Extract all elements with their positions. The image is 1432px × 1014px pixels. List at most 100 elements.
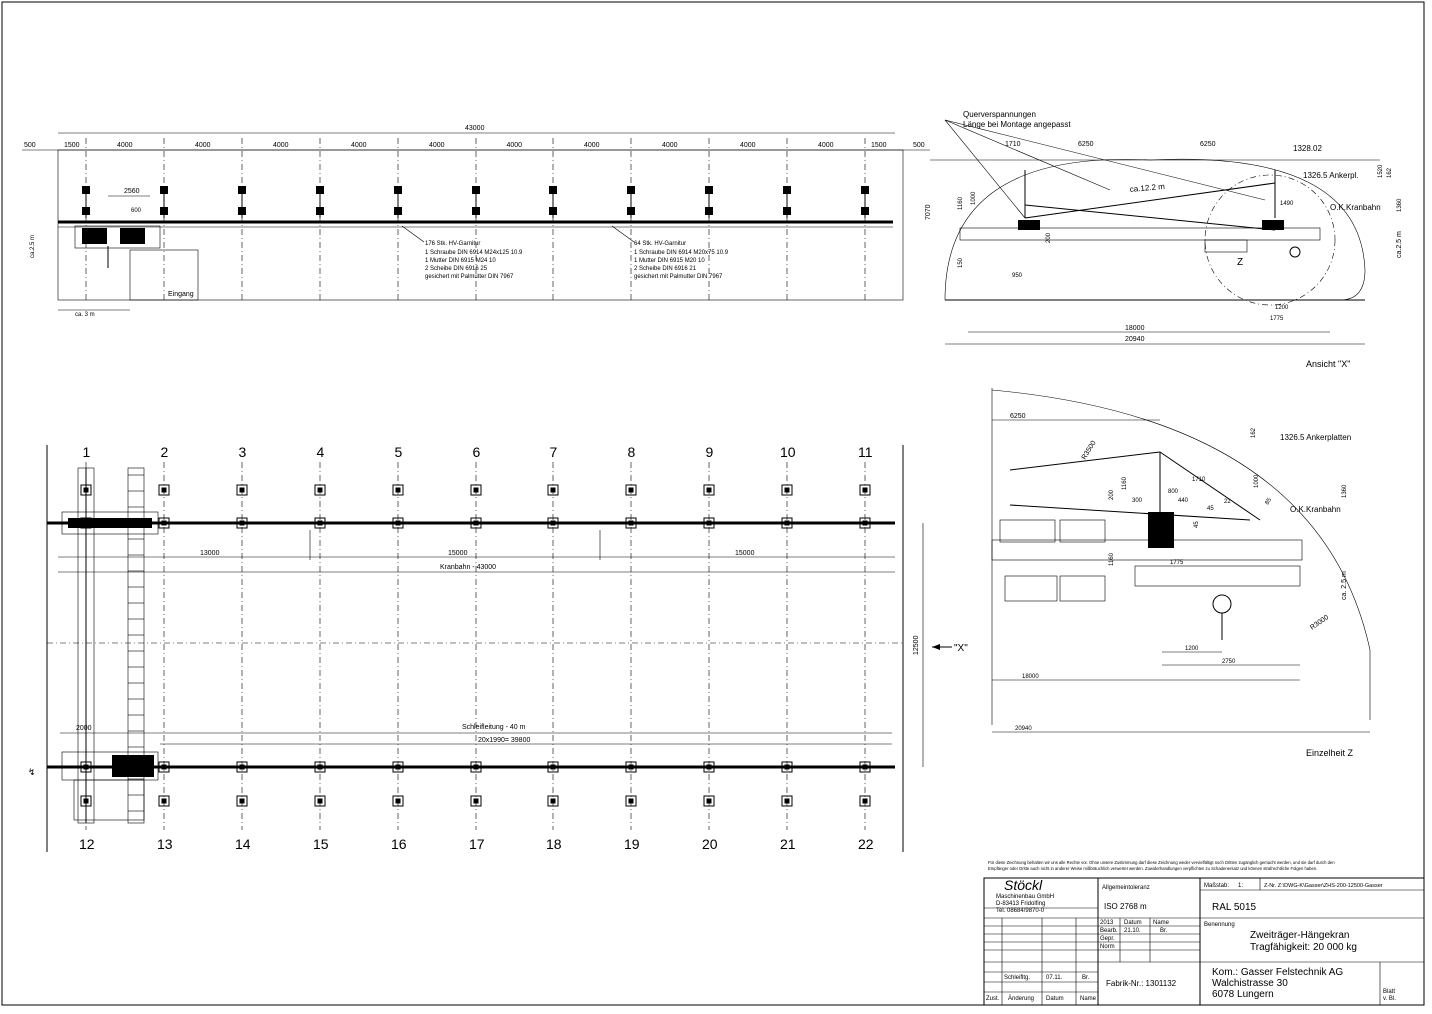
hanger-top [705,186,713,194]
hanger-clamp [861,207,869,215]
hanger-point [703,484,715,496]
dim-1490: 1490 [1280,201,1294,207]
axis-number: 3 [239,444,247,460]
svg-text:1 Mutter DIN 6915 M20: 1 Mutter DIN 6915 M20 10 [634,258,705,264]
hanger-top [316,186,324,194]
hanger-point [625,517,637,529]
level-1326: 1326.5 Ankerplatten [1280,433,1351,442]
hanger-point [470,761,482,773]
hanger-top [783,186,791,194]
hanger-point [703,517,715,529]
tolerance-value: ISO 2768 m [1104,902,1147,911]
dim-1360: 1360 [1342,484,1348,498]
axis-number: 1 [83,444,91,460]
tolerance-label: Allgemeintoleranz [1102,885,1150,891]
hanger-point [859,517,871,529]
note-hv-right: 64 Stk. HV-Garnitur 1 Schraube DIN 6914 … [634,241,729,280]
hanger-point [392,795,404,807]
dim-6250: 6250 [1010,413,1026,420]
bracing-label-1: Querverspannungen [963,110,1036,119]
dim-300: 300 [1132,498,1143,504]
customer-3: 6078 Lungern [1212,989,1274,1000]
axis-number: 8 [628,444,636,460]
dim-85: 85 [1265,497,1274,506]
hanger-point [859,795,871,807]
drawing-number: Z-Nr. Z:\DWG-K\Gasser\ZHS-200-12500-Gass… [1264,883,1383,889]
hanger-top [627,186,635,194]
axis-number: 11 [858,444,873,460]
hanger-point [781,761,793,773]
hanger-clamp [705,207,713,215]
hanger-point [236,517,248,529]
axis-number: 21 [780,836,796,852]
gepr-label: Gepr. [1100,936,1115,942]
rev-h3: Datum [1046,996,1064,1002]
company-name: Stöckl [1004,877,1043,893]
span-dim: 4000 [662,142,678,149]
sheet-label-2: v. Bl. [1383,996,1396,1002]
dim-6250a: 6250 [1078,141,1094,148]
dim-seg-2: 15000 [448,550,468,557]
color-ral: RAL 5015 [1212,902,1257,913]
hanger-point [625,795,637,807]
revision-date: 07.11. [1046,975,1063,981]
dim-45a: 45 [1207,506,1214,512]
hanger-point [859,484,871,496]
scale-value: 1: [1238,883,1243,889]
hanger-point [158,517,170,529]
axis-number: 14 [235,836,251,852]
bearb-date: 21.10. [1124,928,1141,934]
designation-2: Tragfähigkeit: 20 000 kg [1250,942,1357,953]
hanger-clamp [238,207,246,215]
hanger-point [158,761,170,773]
bracing-label-2: Länge bei Montage angepasst [963,120,1071,129]
span-dim: 4000 [195,142,211,149]
dim-overall: 43000 [465,125,485,132]
diag-length: ca.12.2 m [1129,182,1165,194]
hanger-top [82,186,90,194]
hanger-point [236,761,248,773]
scale-label: Maßstab: [1204,883,1229,889]
hanger-point [158,795,170,807]
hanger-top [160,186,168,194]
hanger-clamp [316,207,324,215]
svg-text:1 Schraube DIN 6914 M24x125 1: 1 Schraube DIN 6914 M24x125 10.9 [425,250,523,256]
hanger-point [314,517,326,529]
hanger-point [470,795,482,807]
view-x-title: Ansicht "X" [1306,359,1350,369]
axis-number: 7 [550,444,558,460]
dim-1160b: 1160 [1109,552,1115,566]
dim-1200: 1200 [1185,646,1199,652]
span-dim: 4000 [117,142,133,149]
title-block: Für diese Zeichnung behalten wir uns all… [983,860,1425,1006]
crane-girder-2 [127,467,145,824]
dim-6250b: 6250 [1200,141,1216,148]
customer-2: Walchistrasse 30 [1212,978,1288,989]
company-sub: Maschinenbau GmbH [996,894,1054,900]
svg-text:1 Mutter DIN 6915 M24: 1 Mutter DIN 6915 M24 10 [425,258,496,264]
dim-18000: 18000 [1022,674,1039,680]
hanger-clamp [627,207,635,215]
hanger-clamp [549,207,557,215]
crane-bridge [959,227,1321,241]
axis-number: 12 [79,836,95,852]
detail-z: 6250 R3500 162 1326.5 Ankerplatten 1710 … [991,388,1371,758]
dim-1200: 1200 [1275,305,1289,311]
span-dim: 4000 [584,142,600,149]
hanger-point [158,484,170,496]
height-label: ca.2.5 m [30,235,36,258]
dim-162: 162 [1387,167,1393,178]
conductor-label: Schleifleitung - 40 m [462,724,526,731]
bearb-label: Bearb. [1100,928,1118,934]
dim-1775: 1775 [1270,316,1284,322]
height-label: ca. 2.5 m [1341,571,1348,600]
hanger-top [238,186,246,194]
datum-label: Datum [1124,920,1142,926]
entrance-label: Eingang [168,291,194,298]
revision-text: Schleifltg. [1004,975,1030,981]
revision-grid [984,917,1098,1005]
svg-text:gesichert mit Palmutter DIN 79: gesichert mit Palmutter DIN 7967 [425,274,514,280]
dim-20940: 20940 [1015,726,1032,732]
radius-3000: R3000 [1309,614,1330,632]
svg-text:64 Stk. HV-Garnitur: 64 Stk. HV-Garnitur [634,241,686,247]
